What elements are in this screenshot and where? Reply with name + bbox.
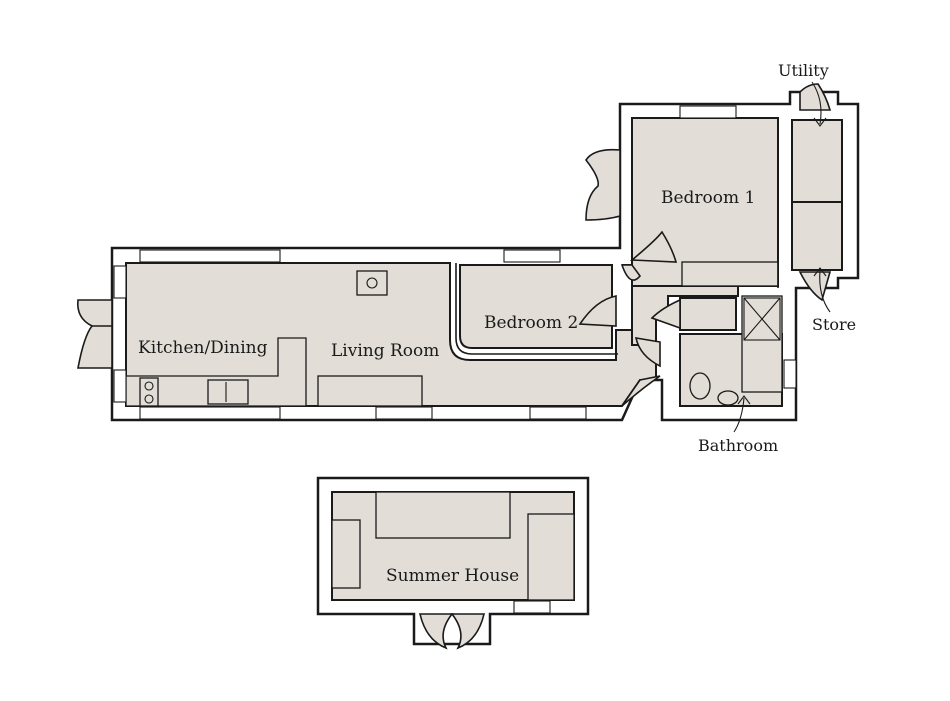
tv-unit (317, 375, 423, 407)
label-summer-house: Summer House (386, 566, 519, 586)
shower-cross-b (743, 297, 781, 341)
annotation-arrows (733, 81, 831, 433)
window-bath-east (783, 359, 797, 389)
utility-arrow-head (813, 117, 827, 127)
bedroom-2-wall-outline (455, 263, 618, 355)
label-kitchen-dining: Kitchen/Dining (138, 338, 268, 358)
bath-tub (741, 295, 783, 393)
door-entrance (621, 375, 661, 407)
door-hall (620, 264, 642, 281)
toilet-icon (689, 372, 711, 400)
summer-house-bench-right (527, 513, 575, 601)
door-bedroom-1 (629, 230, 678, 263)
window-north-1 (139, 249, 281, 263)
window-south-1 (139, 406, 281, 420)
label-bedroom-2: Bedroom 2 (484, 313, 578, 333)
door-bathroom (634, 337, 661, 368)
stove-flue (366, 277, 378, 289)
stove-icon (356, 270, 388, 296)
label-bathroom: Bathroom (698, 436, 778, 455)
window-west-bottom (113, 369, 127, 403)
door-utility (799, 83, 832, 111)
window-south-2 (375, 406, 433, 420)
door-bedroom-1-ext (585, 148, 621, 221)
hob-ring-bottom (144, 394, 154, 404)
door-store (798, 271, 832, 302)
window-west-top (113, 265, 127, 299)
summer-house-bench-left (331, 519, 361, 589)
french-door-kitchen (76, 299, 113, 369)
label-utility: Utility (778, 61, 829, 80)
bathroom-arrow-head (737, 395, 751, 405)
basin-icon (717, 390, 739, 406)
summer-house-window (513, 600, 551, 614)
summer-house-door (418, 613, 454, 650)
bedroom-2-floor (459, 264, 613, 349)
utility-arrow (811, 81, 822, 125)
summer-house-door-right (450, 613, 486, 650)
window-south-3 (529, 406, 587, 420)
store-arrow (819, 269, 831, 313)
summer-house (316, 476, 590, 650)
main-house (76, 83, 860, 422)
window-bed1-north (679, 105, 737, 119)
window-north-2 (503, 249, 561, 263)
door-bedroom-2 (578, 295, 617, 327)
label-bedroom-1: Bedroom 1 (661, 188, 755, 208)
kitchen-counter (125, 337, 307, 407)
door-cupboard (650, 298, 681, 330)
summer-house-bench-top (375, 491, 511, 539)
label-store: Store (812, 315, 856, 334)
store-floor (791, 201, 843, 271)
bathroom-arrow (733, 397, 745, 433)
hob-ring-top (144, 381, 154, 391)
hall-cupboard-floor (679, 297, 737, 331)
sink-icon (207, 379, 249, 405)
store-arrow-head (813, 267, 827, 277)
label-living-room: Living Room (331, 341, 439, 361)
utility-floor (791, 119, 843, 203)
shower-tray (743, 297, 781, 341)
bedroom-1-wardrobe (681, 261, 779, 287)
